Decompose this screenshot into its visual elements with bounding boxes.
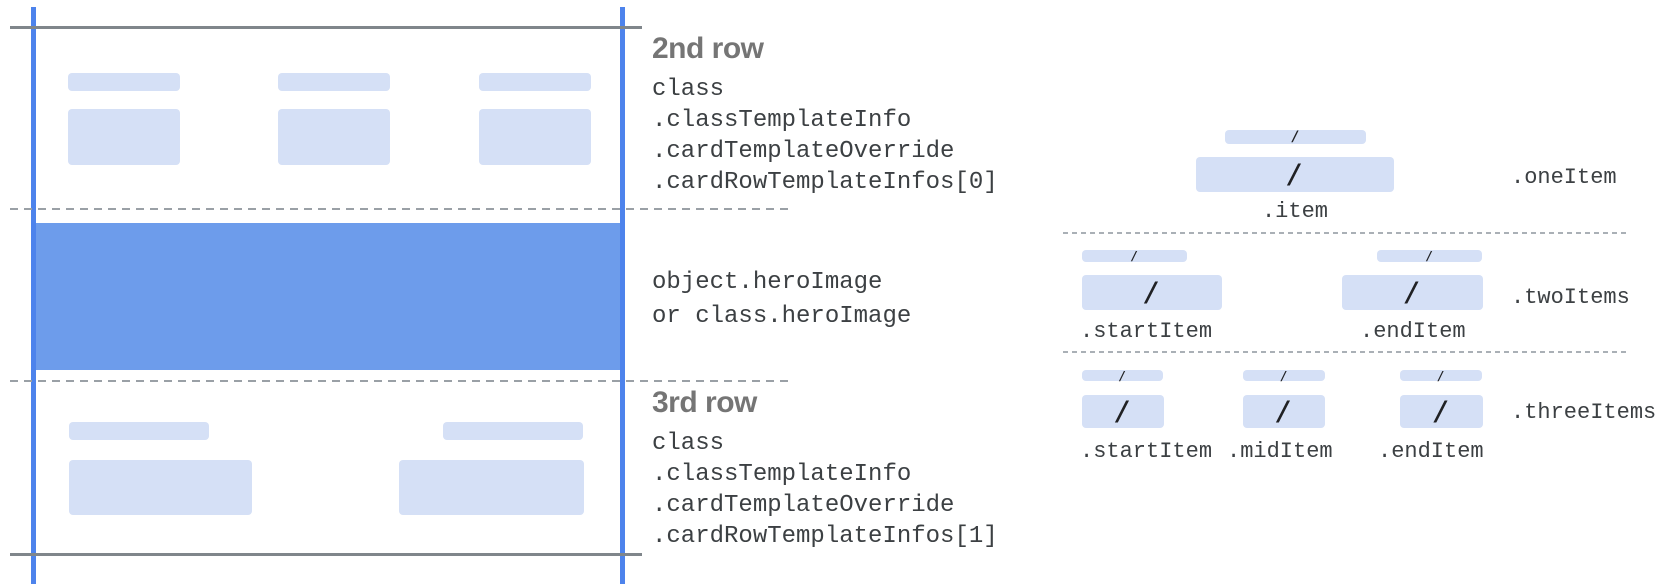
slash-separator-icon: / [1286, 159, 1304, 190]
field-label-placeholder [68, 73, 180, 91]
item-sublabel: .midItem [1227, 439, 1333, 464]
item-value-bar: / [1196, 157, 1394, 192]
layout-divider-dashed-2 [1063, 351, 1630, 353]
item-value-bar: / [1243, 395, 1325, 428]
field-value-placeholder [399, 460, 584, 515]
field-value-placeholder [479, 109, 591, 165]
card-left-edge-line [31, 7, 36, 584]
field-label-placeholder [278, 73, 390, 91]
slash-separator-icon: / [1280, 368, 1288, 383]
field-label-placeholder [69, 422, 209, 440]
item-value-bar: / [1082, 275, 1222, 310]
hero-image-placeholder [36, 223, 620, 370]
item-label-bar: / [1400, 368, 1482, 383]
second-row-path-line: .cardTemplateOverride [652, 138, 955, 165]
third-row-path-line: .cardRowTemplateInfos[1] [652, 523, 998, 550]
second-row-path-line: .cardRowTemplateInfos[0] [652, 169, 998, 196]
third-row-path-line: .classTemplateInfo [652, 461, 912, 488]
second-row-annotation: 2nd row class .classTemplateInfo .cardTe… [652, 30, 998, 198]
slash-separator-icon: / [1437, 368, 1445, 383]
second-row-heading: 2nd row [652, 32, 764, 65]
field-label-placeholder [479, 73, 591, 91]
third-row-annotation: 3rd row class .classTemplateInfo .cardTe… [652, 384, 998, 552]
field-value-placeholder [69, 460, 252, 515]
third-row-path-line: class [652, 430, 725, 457]
slash-separator-icon: / [1118, 368, 1127, 383]
third-row-heading: 3rd row [652, 386, 757, 419]
item-label-bar: / [1082, 368, 1163, 383]
item-value-bar: / [1400, 395, 1483, 428]
hero-image-annotation: object.heroImage or class.heroImage [652, 266, 911, 334]
slash-separator-icon: / [1275, 396, 1293, 427]
second-row-path-line: class [652, 76, 725, 103]
item-sublabel: .endItem [1378, 439, 1484, 464]
item-sublabel: .item [1261, 199, 1328, 224]
slash-separator-icon: / [1114, 396, 1132, 427]
row-divider-dashed-top [10, 208, 790, 210]
hero-image-path-line: object.heroImage [652, 269, 883, 296]
slash-separator-icon: / [1291, 129, 1300, 145]
item-label-bar: / [1082, 250, 1187, 262]
slash-separator-icon: / [1433, 396, 1450, 427]
second-row-path-line: .classTemplateInfo [652, 107, 912, 134]
item-sublabel: .startItem [1080, 439, 1213, 464]
card-right-edge-line [620, 7, 625, 584]
hero-image-path-line: or class.heroImage [652, 303, 912, 330]
field-value-placeholder [278, 109, 390, 165]
third-row-path-line: .cardTemplateOverride [652, 492, 955, 519]
item-label-bar: / [1243, 368, 1325, 383]
field-label-placeholder [443, 422, 583, 440]
card-top-line [10, 26, 642, 29]
slash-separator-icon: / [1143, 277, 1161, 308]
item-label-bar: / [1225, 130, 1366, 144]
slash-separator-icon: / [1130, 249, 1139, 263]
row-divider-dashed-bottom [10, 380, 790, 382]
item-sublabel: .startItem [1080, 319, 1213, 344]
item-value-bar: / [1342, 275, 1483, 310]
two-items-layout-name: .twoItems [1511, 285, 1630, 310]
item-value-bar: / [1082, 395, 1164, 428]
one-item-layout-name: .oneItem [1511, 165, 1617, 190]
item-sublabel: .endItem [1360, 319, 1466, 344]
item-label-bar: / [1377, 250, 1482, 262]
field-value-placeholder [68, 109, 180, 165]
slash-separator-icon: / [1425, 249, 1434, 263]
layout-divider-dashed-1 [1063, 232, 1630, 234]
slash-separator-icon: / [1404, 277, 1421, 308]
three-items-layout-name: .threeItems [1511, 400, 1657, 425]
card-bottom-line [10, 553, 642, 556]
